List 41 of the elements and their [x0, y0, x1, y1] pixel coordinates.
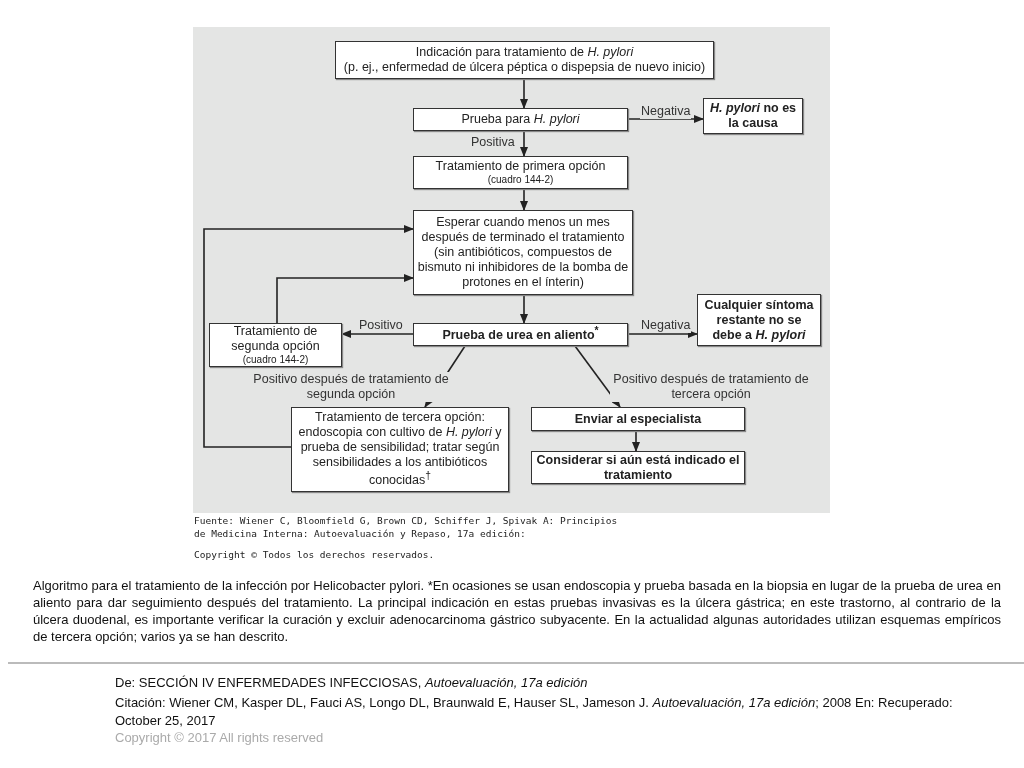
- source-note: Copyright © Todos los derechos reservados.: [194, 549, 436, 562]
- process-box: [413, 323, 628, 346]
- box-text: Prueba de urea en aliento$^{*}$: [442, 325, 599, 344]
- arrow: [574, 345, 621, 408]
- box-text: Considerar si aún está indicado el tratamiento: [535, 452, 741, 483]
- box-text: (p. ej., enfermedad de úlcera péptica o dispepsia de nuevo inicio): [343, 60, 706, 75]
- box-text: Esperar cuando menos un mes después de terminado el tratamiento (sin antibióticos, compuestos de bismuto ni inhibidores de la bomba de protones en el ínterin): [417, 215, 629, 290]
- process-box: [335, 41, 714, 79]
- arrow: [520, 188, 528, 211]
- edge-label: Positivo después de tratamiento de tercera opción: [610, 372, 812, 402]
- citation-text: Citación: Wiener CM, Kasper DL, Fauci AS, Longo DL, Braunwald E, Hauser SL, Jameson J. Autoevaluación, 17a edición; 2008 En: Recuperado: October 25, 2017: [115, 694, 954, 730]
- arrow: [627, 330, 698, 338]
- arrow: [632, 430, 640, 452]
- caption: Algoritmo para el tratamiento de la infección por Helicobacter pylori. *En ocasiones se usan endoscopia y prueba basada en la biopsia en lugar de la prueba de urea en aliento para dar seguimiento después del tratamiento. La principal indicación en estas pruebas invasivas es la úlcera gástrica; en este trastorno, al contrario de la úlcera duodenal, es importante verificar la curación y excluir adenocarcinoma gástrico subyacente. En la actualidad algunas autoridades utilizan esquemas empíricos de tercera opción; varios ya se han descrito.: [33, 578, 1001, 646]
- box-text: Tratamiento de tercera opción: endoscopia con cultivo de H. pylori y prueba de sensibilidad; tratar según sensibilidades a los antibióticos conocidas$^{†}$: [297, 410, 503, 489]
- box-text: Tratamiento de segunda opción: [230, 324, 321, 354]
- box-text: (cuadro 144-2): [242, 354, 309, 366]
- box-text: Tratamiento de primera opción: [435, 159, 606, 174]
- edge-label: Negativa: [640, 318, 692, 333]
- process-box: [413, 156, 628, 189]
- process-box: [531, 407, 745, 431]
- edge-label: Negativa: [640, 104, 692, 119]
- arrow: [341, 330, 414, 338]
- citation-text: Copyright © 2017 All rights reserved: [115, 729, 325, 747]
- box-text: Prueba para H. pylori: [461, 112, 580, 127]
- process-box: [413, 108, 628, 131]
- arrow: [520, 78, 528, 109]
- arrow: [520, 294, 528, 324]
- citation-text: De: SECCIÓN IV ENFERMEDADES INFECCIOSAS, Autoevaluación, 17a edición: [115, 674, 589, 692]
- arrow: [520, 130, 528, 157]
- source-note: Fuente: Wiener C, Bloomfield G, Brown CD, Schiffer J, Spivak A: Principios de Medicina Interna: Autoevaluación y Repaso, 17a edición:: [194, 515, 619, 541]
- process-box: [697, 294, 821, 346]
- box-text: H. pylori no es la causa: [708, 101, 798, 131]
- arrow: [627, 115, 704, 123]
- arrow: [203, 225, 414, 448]
- box-text: Enviar al especialista: [574, 411, 702, 427]
- process-box: [209, 323, 342, 367]
- box-text: Cualquier síntoma restante no se debe a H. pylori: [703, 297, 815, 343]
- arrow: [276, 274, 414, 324]
- box-text: (cuadro 144-2): [487, 174, 554, 186]
- box-text: Indicación para tratamiento de H. pylori: [415, 45, 634, 60]
